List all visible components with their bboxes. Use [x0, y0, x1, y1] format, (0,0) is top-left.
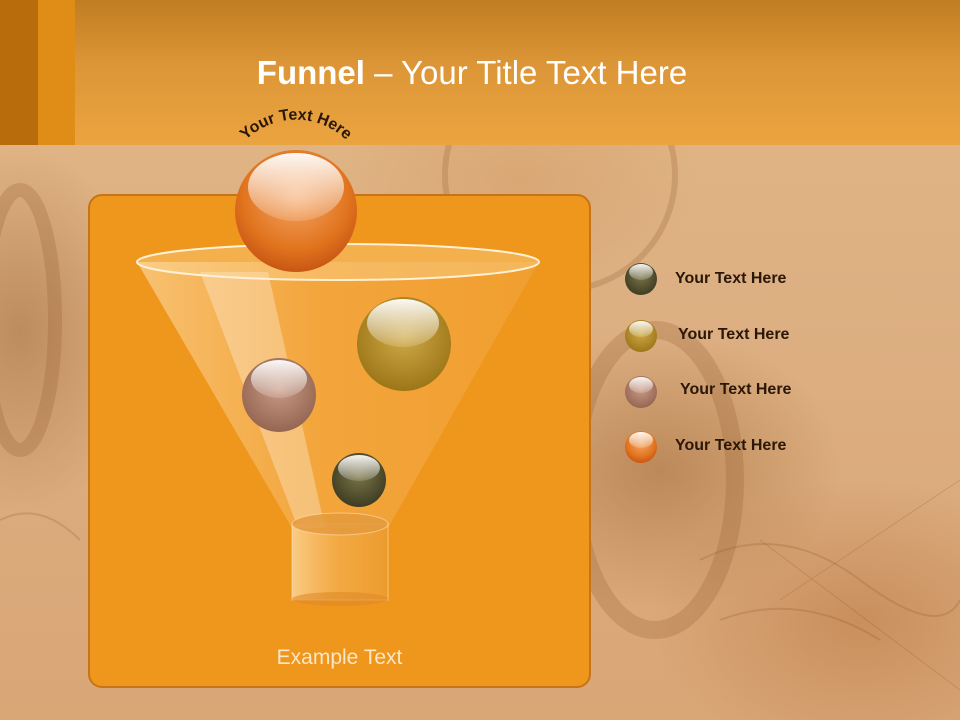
- slide-title: Funnel – Your Title Text Here: [0, 54, 944, 92]
- ball-gold: [357, 297, 451, 391]
- legend-label-1: Your Text Here: [675, 270, 787, 287]
- ball-orange-top: [235, 150, 357, 272]
- legend-bullet-olive-icon: [625, 263, 657, 295]
- header-accent-dark: [0, 0, 38, 145]
- panel-caption: Example Text: [276, 646, 403, 669]
- legend-label-2: Your Text Here: [678, 326, 790, 343]
- title-bold: Funnel: [256, 54, 365, 91]
- legend-bullet-mauve-icon: [625, 376, 657, 408]
- legend-label-4: Your Text Here: [675, 437, 787, 454]
- header-band: [0, 0, 960, 145]
- ball-olive: [332, 453, 386, 507]
- legend-label-3: Your Text Here: [680, 381, 792, 398]
- legend-bullet-gold-icon: [625, 320, 657, 352]
- funnel-spout: [291, 512, 389, 606]
- legend-bullets: [625, 263, 657, 463]
- top-ball-arc-text: Your Text Here: [237, 107, 355, 144]
- header-accent-mid: [38, 0, 75, 145]
- title-rest: Your Title Text Here: [401, 54, 688, 91]
- legend-bullet-orange-icon: [625, 431, 657, 463]
- title-dash: –: [364, 54, 402, 91]
- ball-mauve: [242, 358, 316, 432]
